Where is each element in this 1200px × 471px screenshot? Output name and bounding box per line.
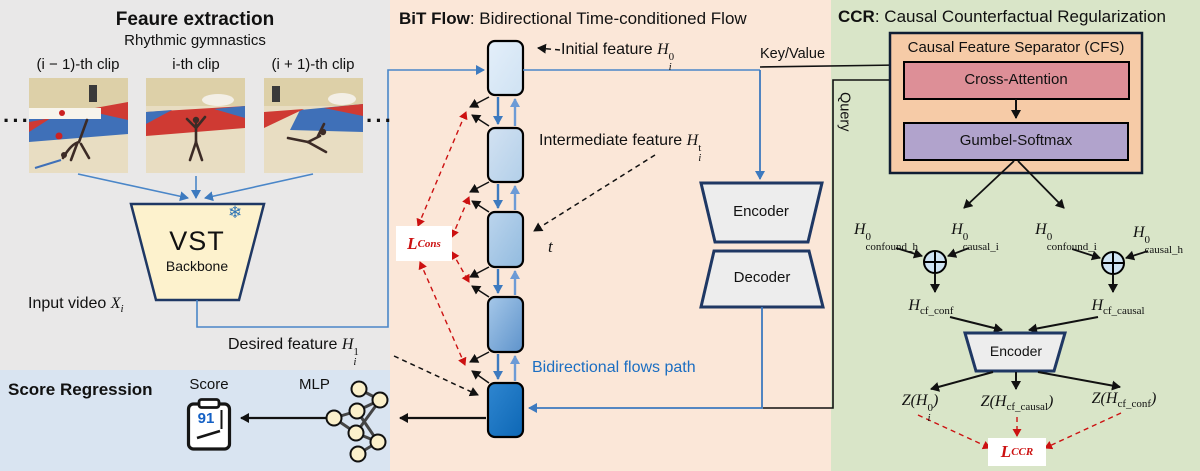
ellipsis-right: ··· — [366, 108, 394, 133]
vst-label: VST — [169, 226, 225, 256]
mlp-network-icon — [325, 380, 389, 463]
clipboard-icon — [186, 398, 232, 451]
gymnast-photo-icon — [29, 78, 128, 173]
cross-attention-box — [903, 61, 1130, 100]
ccr-title: CCR: Causal Counterfactual Regularizatio… — [838, 7, 1166, 26]
oplus-output-arrows — [930, 274, 1118, 293]
clip-photo-current — [146, 78, 245, 173]
ellipsis-left: ··· — [3, 108, 31, 133]
oplus-right-icon — [1101, 251, 1125, 275]
vst-backbone-shape — [129, 202, 266, 302]
snowflake-icon: ❄ — [228, 203, 243, 223]
score-value: 91 — [197, 410, 215, 427]
feature-extraction-title: Feaure extraction — [115, 9, 275, 30]
z-cf-conf-label: Z(Hcf_conf) — [1091, 390, 1157, 410]
bit-encoder-label: Encoder — [733, 203, 789, 220]
score-label: Score — [189, 376, 229, 393]
flow-state-box-2 — [486, 126, 525, 184]
cross-attention-label: Cross-Attention — [964, 71, 1068, 88]
flow-state-box-1 — [486, 39, 525, 97]
z-cf-causal-label: Z(Hcf_causal) — [980, 393, 1054, 413]
input-video-label: Input video Xi — [28, 295, 124, 315]
flow-state-box-4 — [486, 295, 525, 354]
flow-chain — [486, 39, 525, 439]
score-regression-title: Score Regression — [8, 380, 153, 399]
ccr-encoder-shape — [963, 331, 1067, 373]
consistency-loss-links — [416, 111, 471, 366]
flow-state-box-3 — [486, 210, 525, 269]
ccr-encoder-label: Encoder — [989, 343, 1043, 359]
bit-encoder-shape — [699, 181, 824, 244]
cfs-output-arrows — [963, 160, 1065, 209]
feature-annotation-arrows — [393, 43, 656, 397]
clip-label-current: i-th clip — [172, 56, 220, 73]
gymnast-photo-icon — [146, 78, 245, 173]
z-to-lccr-links — [917, 412, 1122, 450]
bit-decoder-shape — [699, 249, 825, 309]
h-cf-causal-label: Hcf_causal — [1091, 297, 1145, 317]
bit-flow-title: BiT Flow: Bidirectional Time-conditioned… — [399, 9, 747, 28]
bit-decoder-label: Decoder — [733, 269, 791, 286]
gymnast-photo-icon — [264, 78, 363, 173]
clip-photo-next — [264, 78, 363, 173]
hcf-to-encoder-arrows — [949, 316, 1099, 334]
mlp-label: MLP — [299, 376, 330, 393]
cfs-title: Causal Feature Separator (CFS) — [907, 39, 1125, 56]
bidirectional-flow-arrows — [493, 97, 520, 381]
bidirectional-path-label: Bidirectional flows path — [532, 359, 696, 376]
query-label: Query — [836, 92, 853, 132]
h-cf-conf-label: Hcf_conf — [908, 297, 954, 317]
clip-label-next: (i + 1)-th clip — [271, 56, 355, 73]
h-to-oplus-arrows — [895, 247, 1149, 261]
vst-backbone-label: Backbone — [165, 258, 229, 274]
oplus-left-icon — [923, 250, 947, 274]
feature-extraction-subtitle: Rhythmic gymnastics — [124, 32, 266, 49]
key-value-line — [759, 60, 900, 71]
clip-label-prev: (i − 1)-th clip — [36, 56, 120, 73]
t-label: t — [548, 237, 553, 256]
gumbel-softmax-box — [903, 122, 1129, 161]
junction-arrows — [469, 96, 490, 384]
query-line — [763, 75, 899, 409]
clips-to-vst-arrows — [77, 173, 314, 202]
encoder-to-z-arrows — [930, 371, 1121, 392]
flow-state-box-5 — [486, 381, 525, 439]
vst-output-line — [196, 65, 485, 328]
decoder-output-line — [528, 307, 763, 413]
clip-photo-prev — [29, 78, 128, 173]
gumbel-softmax-label: Gumbel-Softmax — [959, 132, 1073, 149]
key-value-label: Key/Value — [760, 46, 826, 62]
